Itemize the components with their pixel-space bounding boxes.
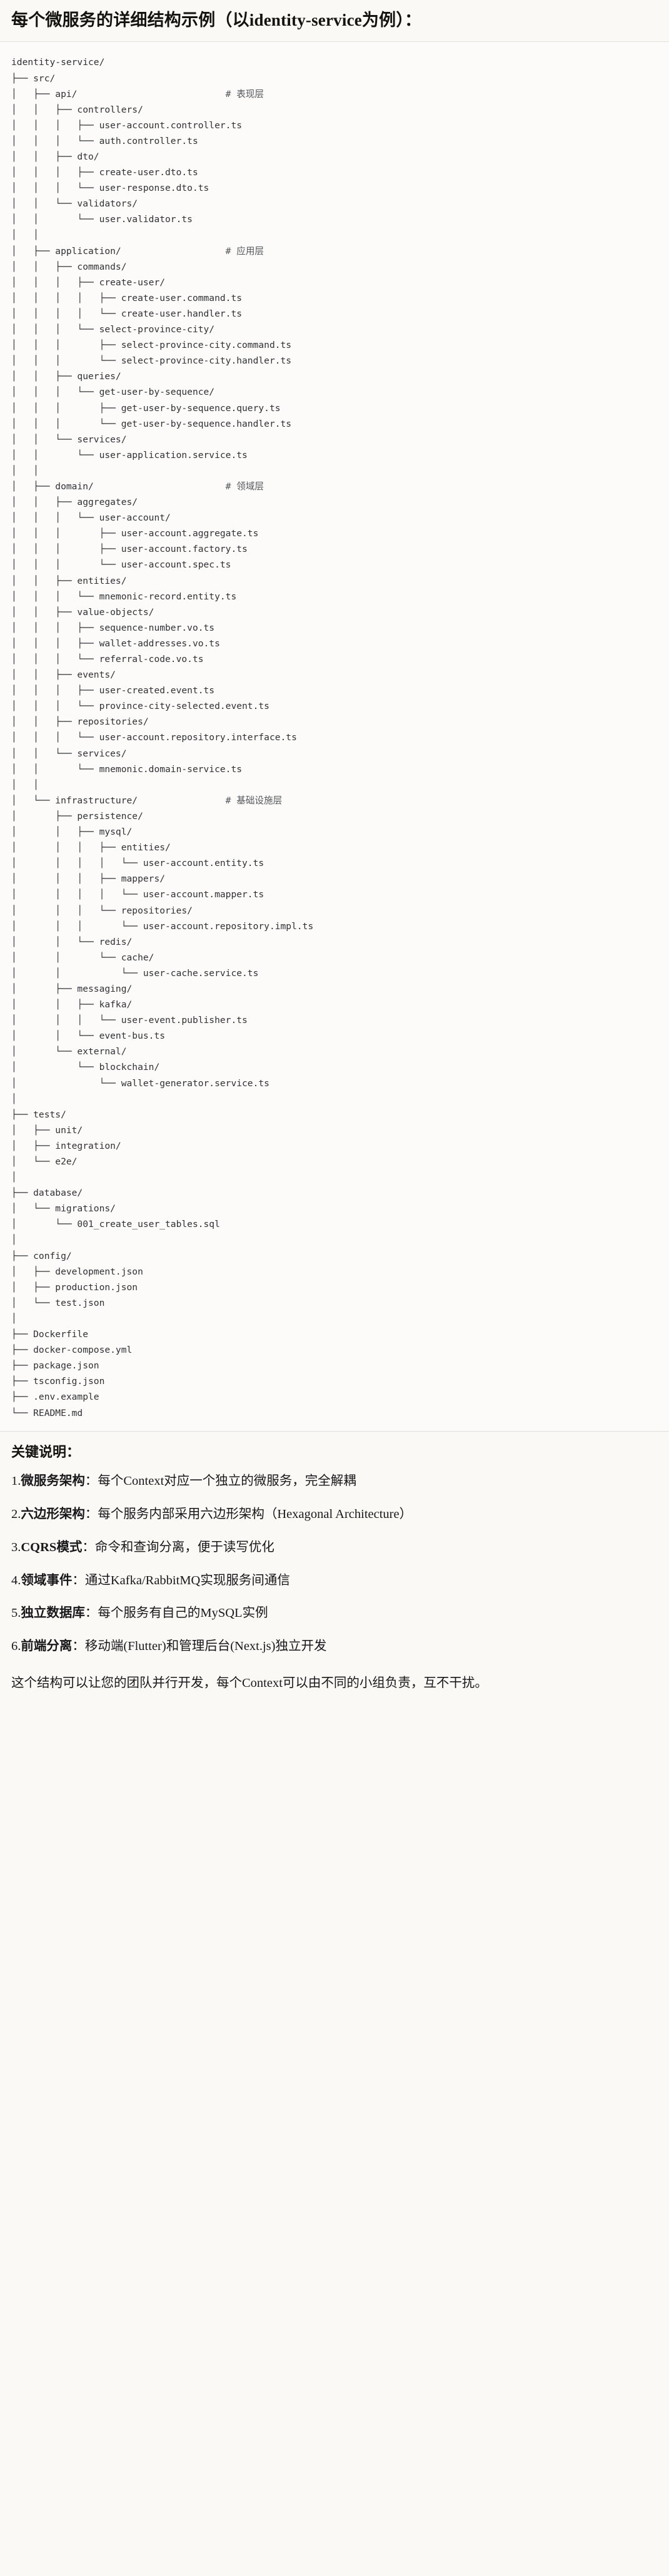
note-item: 5.独立数据库：每个服务有自己的MySQL实例 (11, 1604, 658, 1624)
directory-tree: identity-service/ ├── src/ │ ├── api/ # … (11, 57, 314, 1418)
note-term: 领域事件 (21, 1573, 73, 1587)
note-number: 5. (11, 1606, 21, 1621)
note-description: 每个Context对应一个独立的微服务，完全解耦 (98, 1474, 356, 1489)
note-description: 通过Kafka/RabbitMQ实现服务间通信 (84, 1573, 290, 1587)
note-term: 六边形架构 (21, 1507, 85, 1522)
note-item: 3.CQRS模式：命令和查询分离，便于读写优化 (11, 1538, 658, 1558)
note-separator: ： (72, 1639, 85, 1654)
note-item: 2.六边形架构：每个服务内部采用六边形架构（Hexagonal Architec… (11, 1505, 658, 1525)
note-item: 4.领域事件：通过Kafka/RabbitMQ实现服务间通信 (11, 1571, 658, 1591)
directory-tree-block: identity-service/ ├── src/ │ ├── api/ # … (0, 42, 669, 1431)
notes-divider (0, 1430, 669, 1432)
note-description: 命令和查询分离，便于读写优化 (94, 1540, 274, 1554)
tree-layer-comment: # 表现层 (225, 88, 264, 99)
note-number: 1. (11, 1474, 21, 1489)
title-divider (0, 41, 669, 43)
note-term: 前端分离 (21, 1639, 73, 1654)
note-term: 微服务架构 (21, 1474, 85, 1489)
note-term: CQRS模式 (21, 1540, 83, 1554)
note-item: 1.微服务架构：每个Context对应一个独立的微服务，完全解耦 (11, 1472, 658, 1492)
note-separator: ： (84, 1606, 98, 1621)
note-item: 6.前端分离：移动端(Flutter)和管理后台(Next.js)独立开发 (11, 1637, 658, 1657)
note-separator: ： (84, 1474, 98, 1489)
page-title: 每个微服务的详细结构示例（以identity-service为例）： (11, 11, 422, 29)
closing-paragraph: 这个结构可以让您的团队并行开发，每个Context可以由不同的小组负责，互不干扰… (11, 1676, 488, 1690)
note-description: 移动端(Flutter)和管理后台(Next.js)独立开发 (84, 1639, 327, 1654)
key-notes-title: 关键说明： (11, 1443, 81, 1460)
note-separator: ： (82, 1540, 95, 1554)
note-separator: ： (84, 1507, 98, 1522)
tree-layer-comment: # 应用层 (225, 245, 264, 257)
note-description: 每个服务内部采用六边形架构（Hexagonal Architecture） (98, 1507, 413, 1522)
note-separator: ： (72, 1573, 85, 1587)
key-notes-section: 关键说明： 1.微服务架构：每个Context对应一个独立的微服务，完全解耦 2… (0, 1431, 669, 1708)
note-number: 2. (11, 1507, 21, 1522)
tree-layer-comment: # 基础设施层 (225, 795, 283, 806)
note-term: 独立数据库 (21, 1606, 85, 1621)
note-number: 4. (11, 1573, 21, 1587)
note-number: 3. (11, 1540, 21, 1554)
document-page: 每个微服务的详细结构示例（以identity-service为例）： ident… (0, 11, 669, 1708)
note-number: 6. (11, 1639, 21, 1654)
note-description: 每个服务有自己的MySQL实例 (98, 1606, 268, 1621)
tree-layer-comment: # 领域层 (225, 481, 264, 492)
